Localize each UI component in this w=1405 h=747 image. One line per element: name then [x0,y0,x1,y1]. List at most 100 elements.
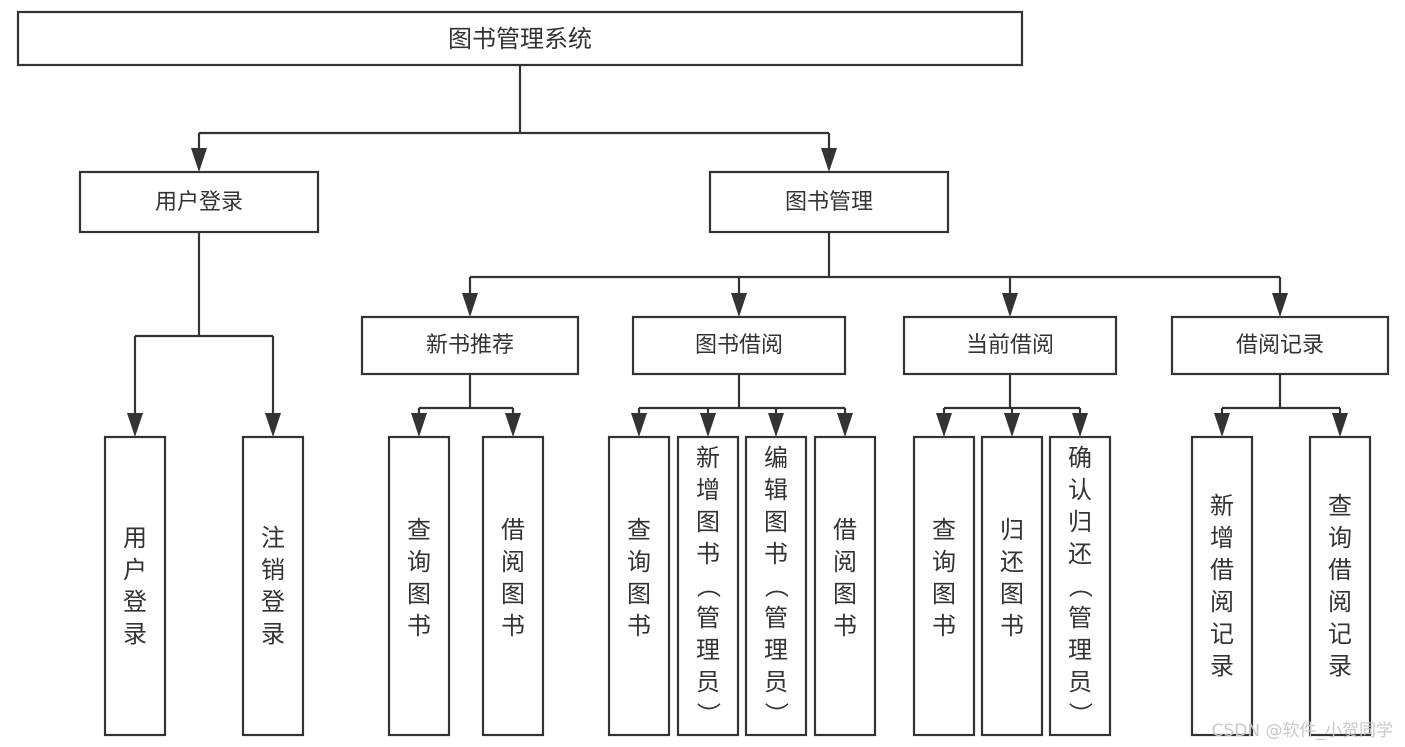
svg-text:管: 管 [696,604,720,632]
svg-text:阅: 阅 [1328,588,1352,616]
svg-text:新: 新 [1210,492,1234,520]
arrow-head-book-mgmt [821,148,837,172]
arrow-head-leaf-query-book-1 [411,413,427,437]
node-current-borrow[interactable]: 当前借阅 [902,315,1118,376]
svg-text:图: 图 [696,508,720,536]
arrow-head-leaf-query-record [1332,413,1348,437]
svg-text:）: ） [1066,702,1094,726]
svg-text:编: 编 [764,444,788,472]
leaf-box-return-book[interactable] [980,435,1044,737]
svg-text:销: 销 [261,556,285,584]
svg-text:图: 图 [932,580,956,608]
svg-text:图: 图 [627,580,651,608]
node-user-login-box[interactable] [78,170,320,234]
node-new-book-rec[interactable]: 新书推荐 [360,315,580,376]
node-new-book-rec-box[interactable] [360,315,580,376]
svg-text:录: 录 [1328,652,1352,680]
svg-text:询: 询 [932,548,956,576]
svg-text:）: ） [694,702,722,726]
arrow-head-leaf-confirm-return [1072,413,1088,437]
leaf-box-query-borrow-record[interactable] [1308,435,1372,737]
svg-text:员: 员 [696,668,720,696]
svg-text:查: 查 [932,516,956,544]
leaf-box-confirm-return[interactable] [1048,435,1112,737]
csdn-watermark: CSDN @软件_小贺同学 [1211,721,1393,741]
node-book-borrow-label: 图书借阅 [695,333,783,358]
svg-text:归: 归 [1068,508,1092,536]
svg-text:）: ） [762,702,790,726]
node-current-borrow-label: 当前借阅 [966,333,1054,358]
svg-text:理: 理 [1068,636,1092,664]
leaf-box-logout[interactable] [241,435,305,737]
node-user-login[interactable]: 用户登录 [78,170,320,234]
node-borrow-record-box[interactable] [1170,315,1390,376]
svg-text:查: 查 [627,516,651,544]
leaf-box-add-borrow-record[interactable] [1190,435,1254,737]
node-root-box[interactable] [16,10,1024,67]
node-book-borrow-box[interactable] [631,315,847,376]
svg-text:书: 书 [696,540,720,568]
svg-text:还: 还 [1000,548,1024,576]
svg-text:归: 归 [1000,516,1024,544]
svg-text:书: 书 [407,612,431,640]
svg-text:记: 记 [1210,620,1234,648]
svg-text:管: 管 [1068,604,1092,632]
svg-text:员: 员 [764,668,788,696]
node-current-borrow-box[interactable] [902,315,1118,376]
svg-text:借: 借 [1210,556,1234,584]
arrow-head-book-borrow [731,293,747,317]
node-book-mgmt[interactable]: 图书管理 [708,170,950,234]
leaf-box-edit-book[interactable] [744,435,808,737]
svg-text:书: 书 [932,612,956,640]
svg-text:查: 查 [407,516,431,544]
node-borrow-record[interactable]: 借阅记录 [1170,315,1390,376]
svg-text:户: 户 [123,556,147,584]
svg-text:登: 登 [261,588,285,616]
svg-text:增: 增 [696,476,720,504]
svg-text:登: 登 [123,588,147,616]
arrow-head-leaf-borrow-book-2 [837,413,853,437]
leaf-box-borrow-book-rec[interactable] [481,435,545,737]
leaf-box-add-book[interactable] [676,435,740,737]
leaf-node-user-login[interactable]: 用户登录 [103,435,167,737]
leaf-box-user-login[interactable] [103,435,167,737]
svg-text:录: 录 [123,620,147,648]
svg-text:图: 图 [501,580,525,608]
svg-text:增: 增 [1210,524,1234,552]
node-book-borrow[interactable]: 图书借阅 [631,315,847,376]
svg-text:询: 询 [1328,524,1352,552]
arrow-head-leaf-edit-book [768,413,784,437]
svg-text:借: 借 [1328,556,1352,584]
leaf-box-query-book-current[interactable] [912,435,976,737]
svg-text:图: 图 [1000,580,1024,608]
leaf-box-borrow-book[interactable] [813,435,877,737]
leaf-box-query-book-borrow[interactable] [607,435,671,737]
leaf-box-query-book-rec[interactable] [387,435,451,737]
node-root[interactable]: 图书管理系统 [16,10,1024,67]
svg-text:注: 注 [261,524,285,552]
svg-text:新: 新 [696,444,720,472]
node-book-mgmt-box[interactable] [708,170,950,234]
